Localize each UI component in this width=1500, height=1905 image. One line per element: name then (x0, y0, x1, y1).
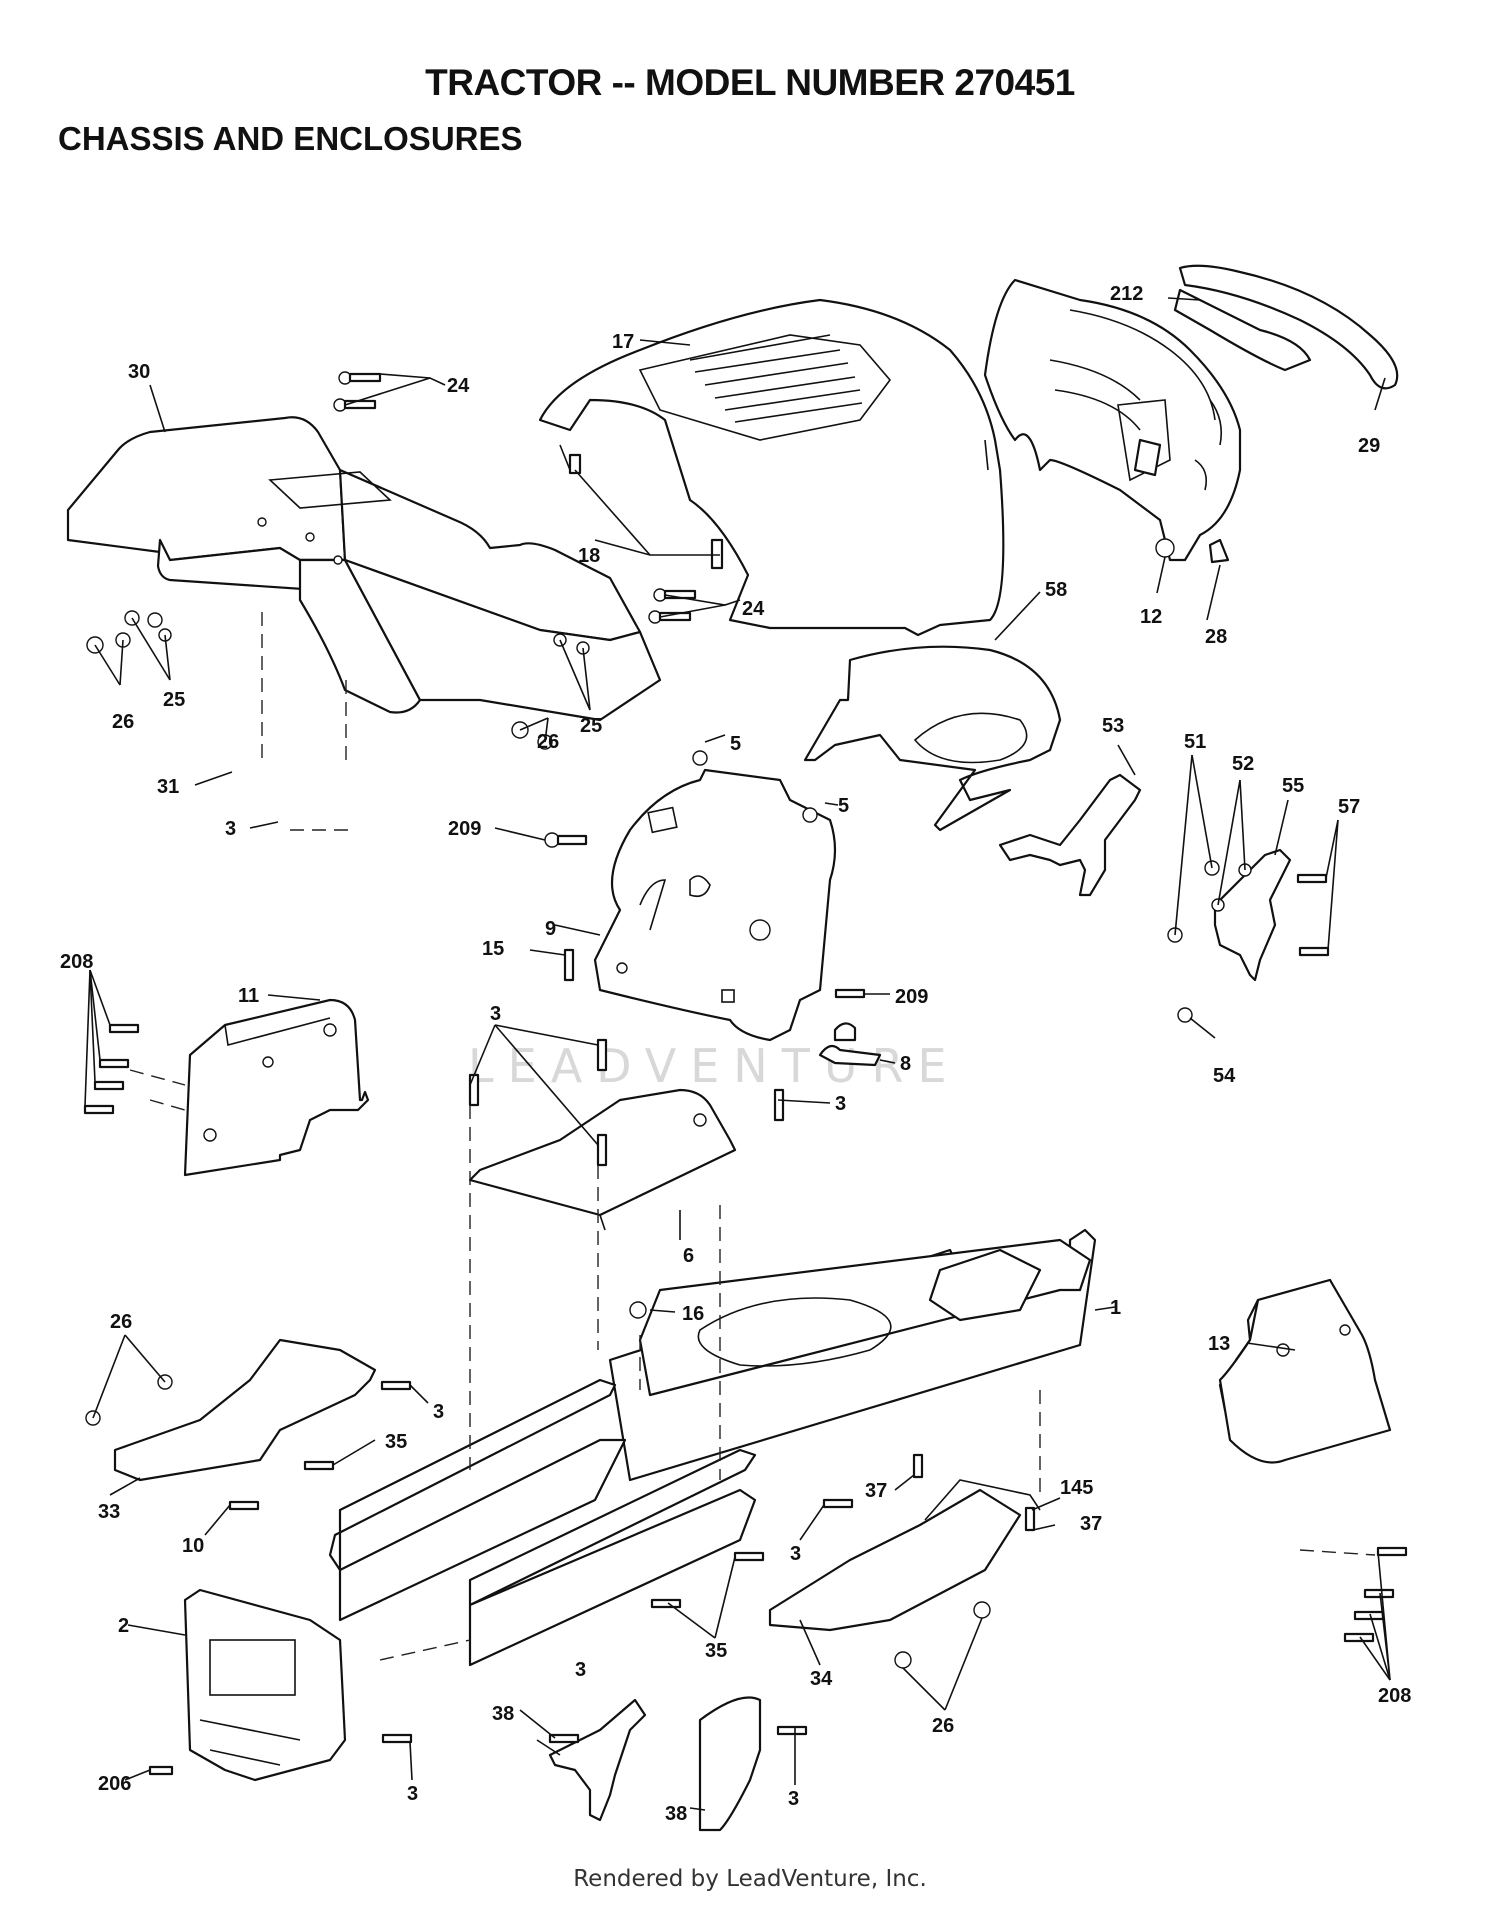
callout-38: 38 (492, 1703, 514, 1725)
callout-8: 8 (900, 1053, 911, 1075)
callout-24: 24 (447, 375, 470, 397)
callout-9: 9 (545, 918, 556, 940)
callout-13: 13 (1208, 1333, 1230, 1355)
callout-3: 3 (490, 1003, 501, 1025)
callout-18: 18 (578, 545, 600, 567)
callout-37: 37 (865, 1480, 887, 1502)
part-53-bracket (998, 773, 1142, 897)
callout-31: 31 (157, 776, 179, 798)
callout-25: 25 (580, 715, 602, 737)
callout-3: 3 (225, 818, 236, 840)
callout-53: 53 (1102, 715, 1124, 737)
part-30-fender (66, 416, 662, 722)
callout-208: 208 (60, 951, 93, 973)
part-212-grille-insert (1173, 288, 1312, 372)
part-34-footrest (768, 1479, 1041, 1632)
part-29-nose-trim (1178, 264, 1399, 390)
callout-3: 3 (835, 1093, 846, 1115)
callout-3: 3 (433, 1401, 444, 1423)
part-11-side-panel (183, 998, 370, 1177)
callout-3: 3 (407, 1783, 418, 1805)
part-17-hood (538, 298, 1005, 637)
callout-26: 26 (537, 731, 559, 753)
callout-54: 54 (1213, 1065, 1236, 1087)
callout-3: 3 (790, 1543, 801, 1565)
callout-51: 51 (1184, 731, 1206, 753)
callout-3: 3 (788, 1788, 799, 1810)
callout-17: 17 (612, 331, 634, 353)
section-title: CHASSIS AND ENCLOSURES (58, 120, 523, 157)
callout-3: 3 (575, 1659, 586, 1681)
page-title: TRACTOR -- MODEL NUMBER 270451 (425, 62, 1075, 103)
callout-5: 5 (730, 733, 741, 755)
part-38-bracket-right (698, 1696, 762, 1832)
callout-52: 52 (1232, 753, 1254, 775)
callout-55: 55 (1282, 775, 1304, 797)
callout-37: 37 (1080, 1513, 1102, 1535)
callout-6: 6 (683, 1245, 694, 1267)
callout-29: 29 (1358, 435, 1380, 457)
callout-34: 34 (810, 1668, 833, 1690)
callout-5: 5 (838, 795, 849, 817)
callout-35: 35 (385, 1431, 407, 1453)
assembly-lines (129, 612, 1376, 1661)
callout-28: 28 (1205, 626, 1227, 648)
callout-2: 2 (118, 1615, 129, 1637)
callout-145: 145 (1060, 1477, 1093, 1499)
callout-26: 26 (110, 1311, 132, 1333)
callout-209: 209 (448, 818, 481, 840)
callout-208: 208 (1378, 1685, 1411, 1707)
callout-38: 38 (665, 1803, 687, 1825)
part-1-main-frame (328, 1228, 1097, 1667)
part-13-side-panel (1218, 1278, 1392, 1464)
callout-35: 35 (705, 1640, 727, 1662)
callout-26: 26 (112, 711, 134, 733)
watermark: LEADVENTURE (468, 1039, 961, 1093)
part-55-bracket (1213, 848, 1292, 982)
part-38-bracket-left (548, 1698, 647, 1822)
callout-11: 11 (238, 985, 259, 1007)
callout-26: 26 (932, 1715, 954, 1737)
callout-58: 58 (1045, 579, 1067, 601)
callout-labels: 30 24 17 212 29 18 24 12 28 58 26 25 26 … (60, 283, 1411, 1825)
callout-212: 212 (1110, 283, 1143, 305)
part-9-dash-panel (593, 768, 837, 1042)
callout-24: 24 (742, 598, 765, 620)
callout-16: 16 (682, 1303, 704, 1325)
callout-12: 12 (1140, 606, 1162, 628)
callout-25: 25 (163, 689, 185, 711)
callout-57: 57 (1338, 796, 1360, 818)
part-33-footrest (113, 1338, 377, 1482)
callout-1: 1 (1110, 1297, 1121, 1319)
callout-30: 30 (128, 361, 150, 383)
leader-lines (84, 297, 1391, 1811)
callout-10: 10 (182, 1535, 204, 1557)
part-58-heat-shield (803, 645, 1062, 832)
part-28-grille (983, 278, 1242, 564)
callout-15: 15 (482, 938, 504, 960)
footer-credit: Rendered by LeadVenture, Inc. (573, 1866, 927, 1892)
callout-209: 209 (895, 986, 928, 1008)
part-2-front-bracket (183, 1588, 347, 1782)
callout-33: 33 (98, 1501, 120, 1523)
callout-206: 206 (98, 1773, 131, 1795)
